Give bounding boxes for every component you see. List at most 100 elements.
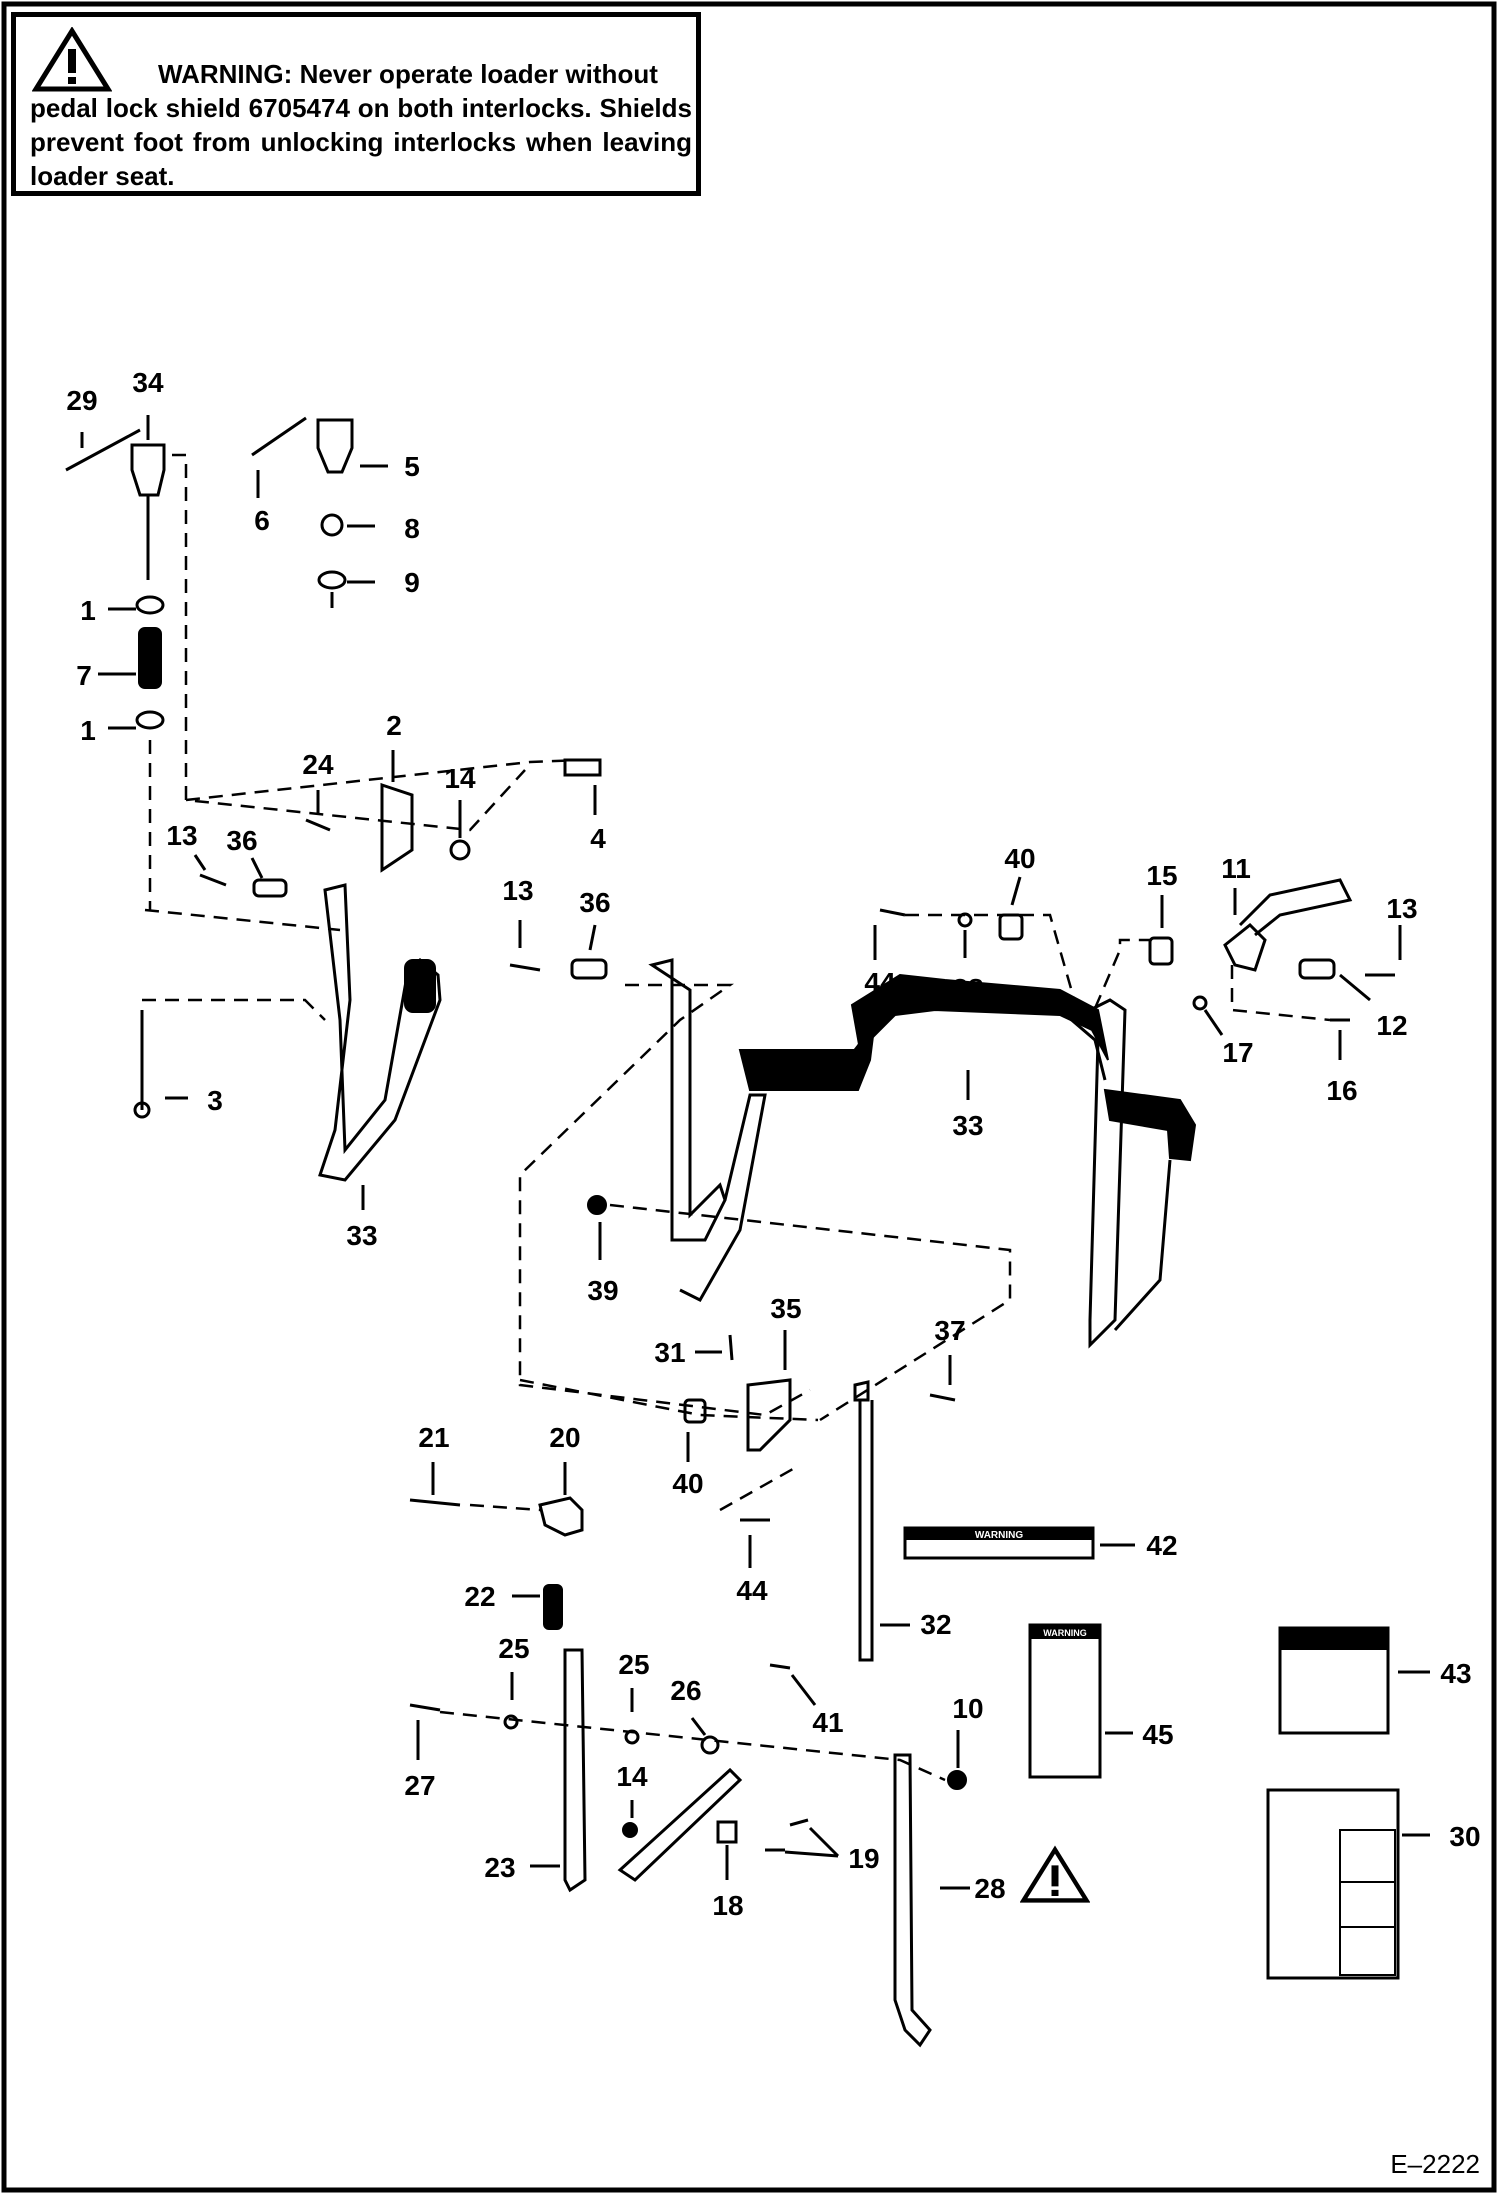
nut-8 <box>320 513 344 537</box>
pedal-33-center-grip-left <box>738 1019 876 1091</box>
callout-13-center: 13 <box>502 875 533 906</box>
callout-29: 29 <box>66 385 97 416</box>
washer-1-top <box>135 595 165 615</box>
callout-27: 27 <box>404 1770 435 1801</box>
warning-body: pedal lock shield 6705474 on both interl… <box>30 93 692 191</box>
pedal-arm-center <box>648 958 727 1242</box>
decal-45-text: WARNING <box>1043 1628 1087 1638</box>
bushing-36-left <box>252 878 288 898</box>
callout-23: 23 <box>484 1852 515 1883</box>
interlock-lever-28 <box>893 1753 932 2048</box>
bolt-24 <box>305 818 331 832</box>
figure-number: E–2222 <box>1390 2149 1480 2179</box>
callout-45: 45 <box>1142 1719 1173 1750</box>
callout-19: 19 <box>848 1843 879 1874</box>
shield-strip <box>617 1767 743 1882</box>
callout-26: 26 <box>670 1675 701 1706</box>
nut-14-top <box>449 839 471 861</box>
washer-26 <box>700 1735 720 1755</box>
center-pedal-group <box>509 958 1197 1422</box>
bushing-12 <box>1298 958 1336 980</box>
bushing-40-bottom <box>683 1398 707 1424</box>
warning-line1: Never operate loader without <box>299 59 658 89</box>
pedal-33-left-grip <box>404 959 436 1013</box>
callout-15: 15 <box>1146 860 1177 891</box>
callout-38: 38 <box>952 973 983 1004</box>
pedal-33-left <box>318 883 442 1182</box>
bolt-4 <box>563 758 602 777</box>
clevis-34 <box>130 443 166 497</box>
callout-40-bottom: 40 <box>672 1468 703 1499</box>
callout-18: 18 <box>712 1890 743 1921</box>
decal-45 <box>1028 1623 1102 1779</box>
lower-center-group <box>519 1195 956 1670</box>
bracket-11-wire <box>1238 878 1353 937</box>
block-18 <box>716 1820 738 1844</box>
callout-10: 10 <box>952 1693 983 1724</box>
warning-triangle-icon <box>32 27 112 92</box>
pedal-arm-right <box>1088 998 1127 1349</box>
callout-25-right: 25 <box>618 1649 649 1680</box>
nut-10 <box>947 1770 967 1790</box>
callout-1-top: 1 <box>80 595 96 626</box>
arm-23 <box>563 1648 587 1893</box>
gas-spring-32 <box>858 1400 874 1662</box>
cotter-pin-6 <box>251 416 307 457</box>
callout-44-top: 44 <box>864 967 896 998</box>
washer-1-bottom <box>135 710 165 730</box>
callout-24: 24 <box>302 749 334 780</box>
cotter-pin-29 <box>65 428 141 472</box>
washer-9 <box>317 570 347 590</box>
callout-16: 16 <box>1326 1075 1357 1106</box>
callout-14-top: 14 <box>444 763 476 794</box>
callout-33-center: 33 <box>952 1110 983 1141</box>
pedal-33-right-grip <box>1103 1088 1197 1162</box>
lower-left-group <box>409 1496 1090 2048</box>
callout-8: 8 <box>404 513 420 544</box>
callout-1-bottom: 1 <box>80 715 96 746</box>
bolt-37 <box>929 1393 956 1402</box>
callout-34: 34 <box>132 367 164 398</box>
spring-7 <box>138 627 162 689</box>
callout-42: 42 <box>1146 1530 1177 1561</box>
warning-text: WARNING: Never operate loader without pe… <box>30 57 692 193</box>
callout-44-bottom: 44 <box>736 1575 768 1606</box>
callout-40-top: 40 <box>1004 843 1035 874</box>
warning-box: WARNING: Never operate loader without pe… <box>11 12 701 196</box>
callout-labels: 34 29 5 6 8 9 1 7 1 2 24 14 4 13 36 3 33… <box>66 367 1480 1921</box>
plug-39 <box>587 1195 607 1215</box>
bushing-40-top <box>998 913 1024 941</box>
callout-17: 17 <box>1222 1037 1253 1068</box>
callout-14-bottom: 14 <box>616 1761 648 1792</box>
plate-2 <box>380 782 414 873</box>
callout-12: 12 <box>1376 1010 1407 1041</box>
callout-30: 30 <box>1449 1821 1480 1852</box>
callout-4: 4 <box>590 823 606 854</box>
bracket-20 <box>538 1496 584 1537</box>
callout-35: 35 <box>770 1293 801 1324</box>
pin-21 <box>409 1498 461 1507</box>
bolt-44-top <box>879 908 906 917</box>
callout-11: 11 <box>1221 853 1251 884</box>
nut-17 <box>1192 995 1208 1011</box>
bolt-13-left <box>199 873 227 887</box>
bushing-15 <box>1148 936 1174 966</box>
spring-22 <box>543 1584 563 1630</box>
bushing-36-center <box>570 958 608 980</box>
decals-group: WARNING WARNING <box>903 1526 1400 1980</box>
nut-14-bottom <box>622 1822 638 1838</box>
callout-31: 31 <box>654 1337 685 1368</box>
bolt-27 <box>409 1703 441 1712</box>
decal-42-text: WARNING <box>975 1530 1024 1541</box>
callout-39: 39 <box>587 1275 618 1306</box>
clip-31 <box>728 1334 734 1361</box>
callout-43: 43 <box>1440 1658 1471 1689</box>
bracket-11 <box>1223 922 1267 972</box>
callout-13-right: 13 <box>1386 893 1417 924</box>
callout-36-center: 36 <box>579 887 610 918</box>
fitting-41 <box>769 1663 791 1670</box>
pedal-33-center-bar-top <box>850 973 1109 1061</box>
screw-19-top <box>789 1818 809 1827</box>
